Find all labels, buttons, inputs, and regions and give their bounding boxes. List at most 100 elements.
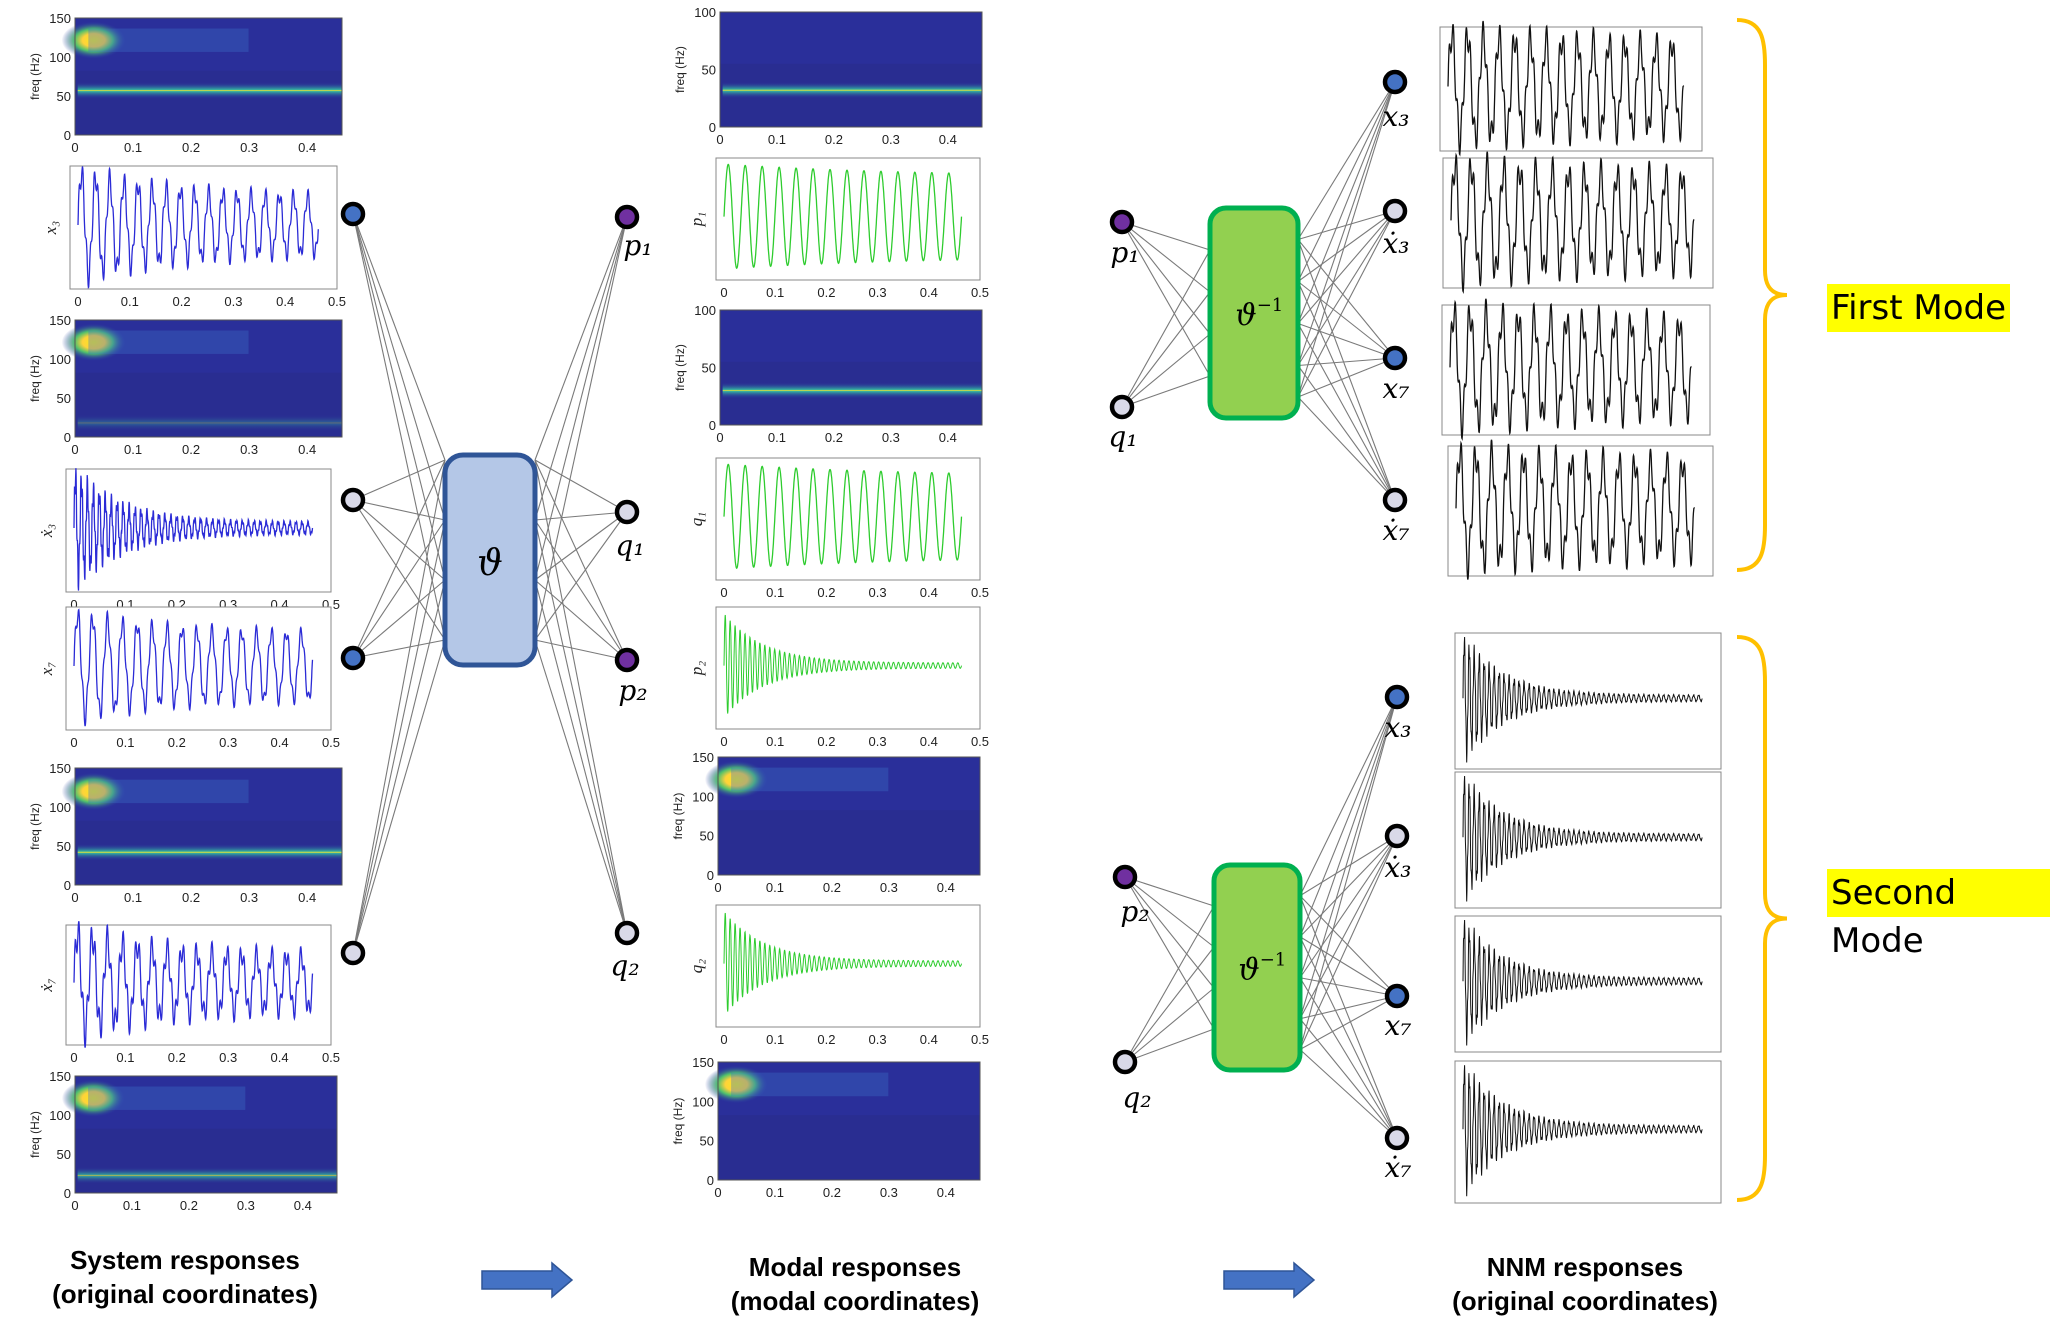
first-mode-label: First Mode bbox=[1827, 284, 2010, 332]
second-mode-label: Second Mode bbox=[1827, 869, 2050, 961]
signal-trace bbox=[1462, 775, 1703, 902]
signal-trace bbox=[73, 468, 314, 591]
second-input-node bbox=[1112, 1049, 1138, 1075]
spectrogram-frame bbox=[719, 11, 983, 128]
x-tick-label: 0.1 bbox=[121, 294, 139, 309]
signal-axis-label: q₁ bbox=[687, 512, 706, 526]
network-edge bbox=[1121, 221, 1211, 293]
x-tick-label: 0.3 bbox=[869, 1032, 887, 1047]
x-tick-label: 0.5 bbox=[322, 735, 340, 750]
nnm-title-line2: (original coordinates) bbox=[1452, 1286, 1718, 1316]
first-decoder-box bbox=[1207, 205, 1301, 421]
y-tick-label: 150 bbox=[49, 313, 71, 328]
x-tick-label: 0 bbox=[720, 734, 727, 749]
y-tick-label: 100 bbox=[694, 303, 716, 318]
spectrogram-trail bbox=[88, 330, 249, 354]
x-tick-label: 0.3 bbox=[882, 132, 900, 147]
y-tick-label: 50 bbox=[702, 63, 716, 78]
second-decoder-label: ϑ bbox=[1238, 953, 1259, 988]
y-tick-label: 100 bbox=[692, 1094, 714, 1109]
spectrogram-frame bbox=[717, 756, 981, 876]
network-edge bbox=[534, 519, 628, 934]
network-edge bbox=[1124, 946, 1215, 1063]
x-tick-label: 0.4 bbox=[920, 734, 938, 749]
signal-axis-label: ẋ₃ bbox=[37, 524, 56, 539]
y-tick-label: 0 bbox=[707, 1173, 714, 1188]
x-tick-label: 0.1 bbox=[124, 140, 142, 155]
first-mode-brace bbox=[1736, 18, 1788, 572]
x-tick-label: 0 bbox=[716, 132, 723, 147]
x-tick-label: 0 bbox=[70, 735, 77, 750]
signal-trace bbox=[1462, 636, 1703, 763]
y-tick-label: 0 bbox=[64, 878, 71, 893]
x-tick-label: 0.1 bbox=[766, 734, 784, 749]
x-tick-label: 0.1 bbox=[124, 442, 142, 457]
y-axis-label: freq (Hz) bbox=[28, 1111, 42, 1158]
y-axis-label: freq (Hz) bbox=[28, 53, 42, 100]
x-tick-label: 0.2 bbox=[823, 880, 841, 895]
y-axis-label: freq (Hz) bbox=[28, 803, 42, 850]
first-input-node bbox=[1109, 394, 1135, 420]
spectrogram-hotspot bbox=[61, 1079, 125, 1117]
network-edge bbox=[1124, 876, 1215, 989]
network-edge bbox=[1297, 322, 1396, 359]
x-tick-label: 0.4 bbox=[294, 1198, 312, 1213]
x-tick-label: 0.2 bbox=[182, 442, 200, 457]
network-edge bbox=[534, 459, 628, 934]
network-edge bbox=[1297, 81, 1396, 398]
network-edge bbox=[534, 511, 628, 521]
signal-trace bbox=[1462, 1065, 1703, 1197]
second-input-label: p₂ bbox=[1120, 895, 1149, 928]
network-edge bbox=[1124, 876, 1215, 907]
modal-node bbox=[614, 920, 640, 946]
x-tick-label: 0.2 bbox=[180, 1198, 198, 1213]
first-decoder-label: ϑ bbox=[1235, 298, 1256, 333]
network-edge bbox=[1297, 81, 1396, 324]
signal-axis-label: p₂ bbox=[687, 661, 706, 677]
y-axis-label: freq (Hz) bbox=[673, 46, 687, 93]
network-edge bbox=[534, 579, 628, 934]
second-decoder-superscript: −1 bbox=[1260, 950, 1287, 971]
x-tick-label: 0.3 bbox=[880, 1185, 898, 1200]
x-tick-label: 0.3 bbox=[880, 880, 898, 895]
network-edge bbox=[1121, 221, 1211, 251]
x-tick-label: 0 bbox=[720, 285, 727, 300]
encoder-box bbox=[442, 452, 538, 668]
first-input-node bbox=[1109, 209, 1135, 235]
network-edge bbox=[1297, 210, 1396, 324]
spectrogram-hotspot bbox=[61, 323, 126, 361]
network-edge bbox=[1299, 835, 1398, 897]
spectrogram-frame bbox=[74, 767, 343, 886]
x-tick-label: 0.2 bbox=[182, 140, 200, 155]
x-tick-label: 0.2 bbox=[817, 1032, 835, 1047]
y-tick-label: 150 bbox=[692, 1055, 714, 1070]
network-edge bbox=[534, 519, 628, 661]
x-tick-label: 0.1 bbox=[766, 1032, 784, 1047]
modal-node bbox=[614, 204, 640, 230]
y-tick-label: 50 bbox=[57, 391, 71, 406]
network-edge bbox=[534, 579, 628, 661]
network-edge bbox=[534, 459, 628, 513]
nnm-second-signal bbox=[1454, 915, 1722, 1053]
x-tick-label: 0.4 bbox=[298, 140, 316, 155]
x-tick-label: 0.5 bbox=[328, 294, 346, 309]
x-tick-label: 0.3 bbox=[219, 735, 237, 750]
y-tick-label: 50 bbox=[700, 829, 714, 844]
x-tick-label: 0.4 bbox=[939, 132, 957, 147]
y-tick-label: 0 bbox=[709, 120, 716, 135]
y-tick-label: 0 bbox=[64, 430, 71, 445]
first-output-label: ẋ₇ bbox=[1382, 514, 1409, 547]
network-edge bbox=[352, 499, 446, 521]
system-node bbox=[340, 940, 366, 966]
spectrogram-band bbox=[77, 414, 343, 432]
network-edge bbox=[1297, 210, 1396, 398]
signal-axis-label: ẋ₇ bbox=[37, 978, 56, 993]
network-edge bbox=[1124, 1028, 1215, 1063]
network-edge bbox=[1121, 291, 1211, 408]
first-output-node bbox=[1382, 198, 1408, 224]
network-edge bbox=[1299, 835, 1398, 938]
